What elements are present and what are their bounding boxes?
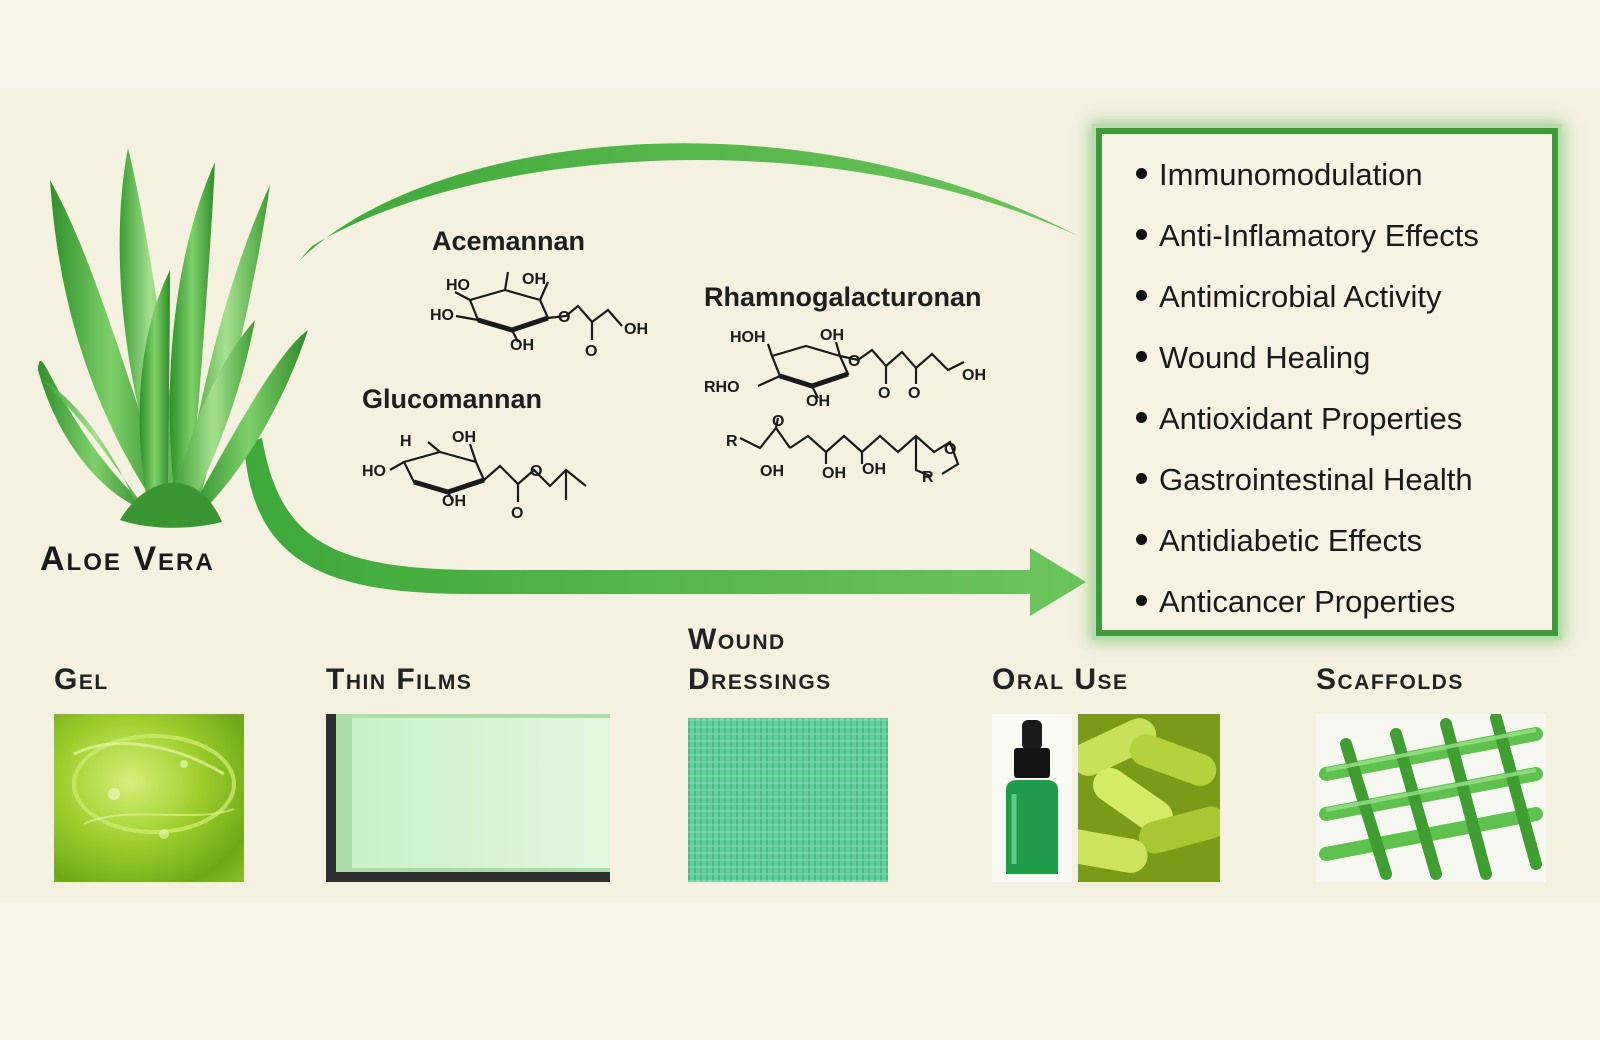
benefit-text: Anti-Inflamatory Effects [1159,218,1479,253]
chem-text: O [558,309,570,326]
chem-text: O [511,505,523,522]
benefit-item: Anticancer Properties [1136,579,1552,640]
app-label-thin-films: Thin Films [326,663,473,696]
chem-text: OH [624,321,648,338]
chem-text: HO [430,307,454,324]
benefits-list: Immunomodulation Anti-Inflamatory Effect… [1136,152,1552,640]
gel-texture-icon [72,734,236,839]
bottom-arrow [244,438,1086,616]
aloe-vera-title: Aloe Vera [40,540,215,578]
chem-text: HO [446,277,470,294]
app-label-gel: Gel [54,663,109,696]
capsules-icon [1078,718,1220,873]
glucomannan-structure [389,441,587,502]
dropper-bottle-icon [1006,720,1058,874]
benefit-text: Antimicrobial Activity [1159,279,1442,314]
benefit-text: Antidiabetic Effects [1159,523,1423,558]
benefit-text: Immunomodulation [1159,157,1423,192]
benefit-text: Antioxidant Properties [1159,401,1463,436]
molecule-label-acemannan: Acemannan [432,226,586,256]
chem-text: HOH [730,329,766,346]
chem-text: OH [760,463,784,480]
top-curved-arrow [298,143,1078,262]
molecule-label-glucomannan: Glucomannan [362,384,543,414]
molecule-label-rhamnogalacturonan: Rhamnogalacturonan [704,282,982,312]
scaffold-image [1316,714,1546,882]
benefit-item: Antioxidant Properties [1136,396,1552,457]
chem-text: RHO [704,379,740,396]
chem-text: HO [362,463,386,480]
thin-films-image [326,714,610,882]
acemannan-structure [454,271,623,343]
benefit-item: Anti-Inflamatory Effects [1136,213,1552,274]
aloe-plant-icon [38,148,308,528]
benefit-item: Wound Healing [1136,335,1552,396]
chem-text: OH [522,271,546,288]
chem-text: OH [510,337,534,354]
app-label-scaffolds: Scaffolds [1316,663,1464,696]
chem-text: O [530,463,542,480]
chem-text: H [400,433,412,450]
bullet-icon [1136,595,1147,607]
benefit-text: Wound Healing [1159,340,1371,375]
chem-text: O [848,353,860,370]
chem-text: R [922,469,934,486]
chem-text: O [772,413,784,430]
bullet-icon [1136,534,1147,546]
app-label-oral-use: Oral Use [992,663,1129,696]
chem-text: R [726,433,738,450]
chem-text: O [944,441,956,458]
benefit-text: Gastrointestinal Health [1159,462,1473,497]
chem-text: OH [822,465,846,482]
chem-text: OH [452,429,476,446]
gel-image [54,714,244,882]
benefit-item: Antidiabetic Effects [1136,518,1552,579]
dropper-bottle-image [992,714,1072,882]
capsules-image [1078,714,1220,882]
chem-text: OH [806,393,830,410]
bullet-icon [1136,229,1147,241]
scaffold-lattice-icon [1319,714,1543,880]
film-sheet-front [352,718,610,868]
benefit-item: Immunomodulation [1136,152,1552,213]
chem-text: O [878,385,890,402]
bullet-icon [1136,412,1147,424]
chem-text: O [908,385,920,402]
bullet-icon [1136,473,1147,485]
chem-text: OH [962,367,986,384]
bullet-icon [1136,290,1147,302]
chem-text: O [585,343,597,360]
chem-text: OH [820,327,844,344]
chem-text: OH [442,493,466,510]
benefit-item: Antimicrobial Activity [1136,274,1552,335]
chem-text: OH [862,461,886,478]
bullet-icon [1136,351,1147,363]
bullet-icon [1136,168,1147,180]
rhamnogalacturonan-structure [739,341,965,478]
wound-dressing-image [688,718,888,882]
benefits-box: Immunomodulation Anti-Inflamatory Effect… [1096,128,1558,636]
benefit-item: Gastrointestinal Health [1136,457,1552,518]
benefit-text: Anticancer Properties [1159,584,1456,619]
